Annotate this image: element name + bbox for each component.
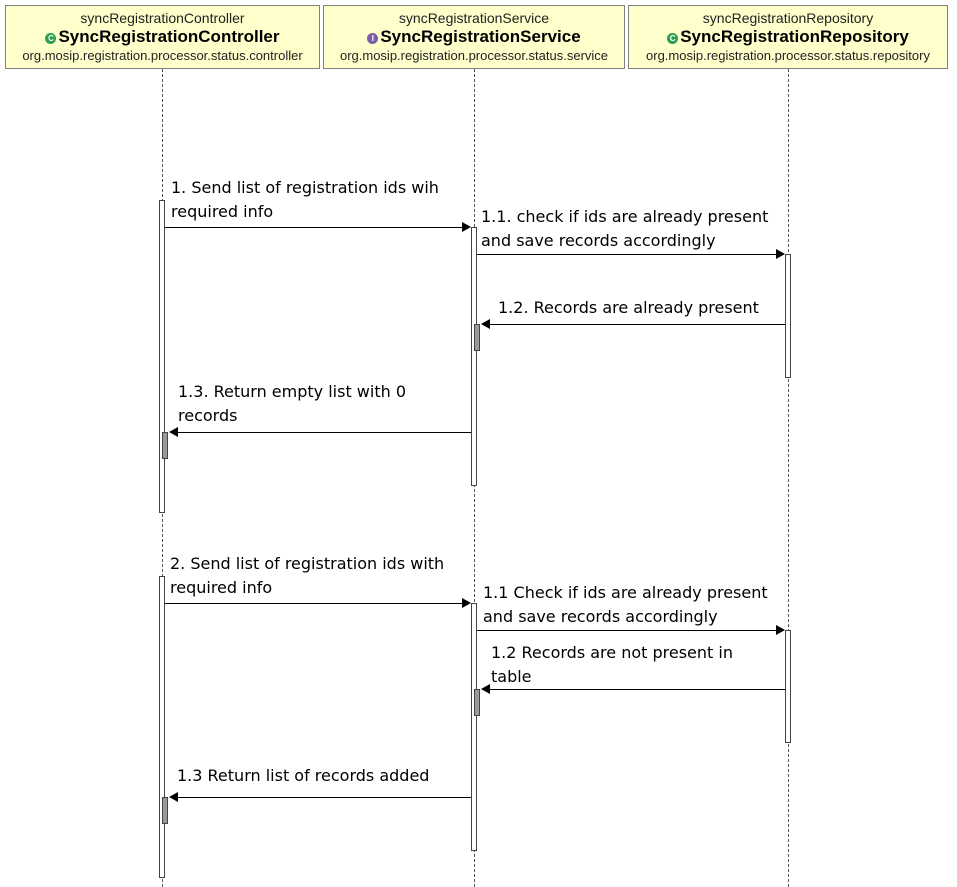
arrow-head-icon bbox=[169, 427, 178, 437]
class-icon: C bbox=[667, 33, 679, 44]
activation-service-return bbox=[474, 324, 480, 351]
message-label: 1.1. check if ids are already present an… bbox=[481, 207, 769, 250]
message-label: 1. Send list of registration ids wih req… bbox=[171, 178, 439, 221]
participant-package: org.mosip.registration.processor.status.… bbox=[339, 48, 609, 63]
message-label: 1.3. Return empty list with 0 records bbox=[178, 382, 407, 425]
message-arrow-line bbox=[178, 797, 471, 798]
activation-controller-return bbox=[162, 432, 168, 459]
activation-controller-return bbox=[162, 797, 168, 824]
activation-controller bbox=[159, 200, 165, 513]
activation-service bbox=[471, 603, 477, 851]
arrow-head-icon bbox=[481, 319, 490, 329]
message-arrow-line bbox=[165, 227, 463, 228]
lifeline-repository bbox=[788, 69, 789, 887]
message-label: 1.2 Records are not present in table bbox=[491, 643, 733, 686]
participant-name: syncRegistrationService bbox=[398, 10, 550, 26]
arrow-head-icon bbox=[776, 625, 785, 635]
class-icon: C bbox=[45, 33, 57, 44]
activation-repository bbox=[785, 254, 791, 378]
participant-name: syncRegistrationController bbox=[80, 10, 245, 26]
participant-type-label: SyncRegistrationRepository bbox=[680, 27, 909, 46]
participant-package: org.mosip.registration.processor.status.… bbox=[646, 48, 930, 63]
message-label: 1.2. Records are already present bbox=[498, 298, 759, 317]
message-arrow-line bbox=[490, 689, 785, 690]
activation-service-return bbox=[474, 689, 480, 716]
arrow-head-icon bbox=[481, 684, 490, 694]
activation-service bbox=[471, 227, 477, 486]
arrow-head-icon bbox=[462, 598, 471, 608]
participant-type-label: SyncRegistrationController bbox=[58, 27, 280, 46]
participant-name: syncRegistrationRepository bbox=[702, 10, 874, 26]
interface-icon: I bbox=[367, 33, 379, 44]
message-label: 1.1 Check if ids are already present and… bbox=[483, 583, 768, 626]
message-label: 2. Send list of registration ids with re… bbox=[170, 554, 445, 597]
arrow-head-icon bbox=[462, 222, 471, 232]
activation-repository bbox=[785, 630, 791, 743]
message-label: 1.3 Return list of records added bbox=[177, 766, 430, 785]
message-arrow-line bbox=[477, 254, 777, 255]
arrow-head-icon bbox=[169, 792, 178, 802]
activation-controller bbox=[159, 576, 165, 878]
message-arrow-line bbox=[165, 603, 463, 604]
message-arrow-line bbox=[477, 630, 777, 631]
arrow-head-icon bbox=[776, 249, 785, 259]
message-arrow-line bbox=[178, 432, 471, 433]
participant-type-label: SyncRegistrationService bbox=[380, 27, 581, 46]
participant-package: org.mosip.registration.processor.status.… bbox=[22, 48, 303, 63]
message-arrow-line bbox=[490, 324, 785, 325]
